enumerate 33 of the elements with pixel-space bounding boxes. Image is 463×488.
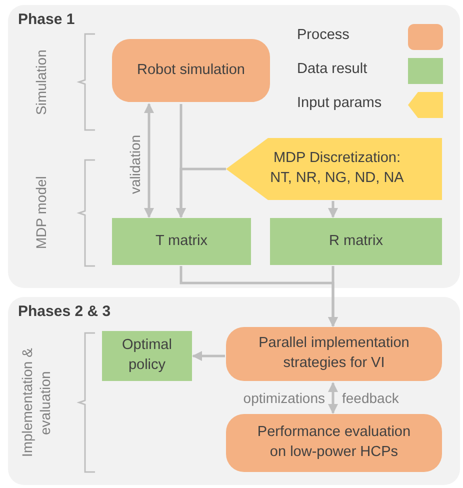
side-label: Simulation [32, 48, 50, 117]
arrow [328, 266, 338, 327]
node-text: Performance evaluation on low-power HCPs [256, 423, 412, 462]
phase-panel [8, 297, 460, 485]
data-box [112, 218, 251, 265]
annotation-label: optimizations [243, 390, 325, 406]
node-text: Robot simulation [137, 60, 245, 80]
node-text: T matrix [155, 232, 208, 251]
annotation-label: feedback [342, 390, 399, 406]
arrow [328, 382, 338, 414]
arrow [192, 351, 225, 361]
input-flag [226, 138, 442, 200]
node-text: R matrix [329, 232, 383, 251]
panel-title: Phase 1 [18, 11, 75, 28]
data-box [102, 331, 192, 381]
arrow [176, 168, 226, 218]
process-box [226, 327, 442, 381]
arrow [144, 103, 154, 218]
node-text: MDP Discretization: NT, NR, NG, ND, NA [269, 149, 405, 188]
process-box [112, 39, 270, 102]
edge-label: validation [126, 133, 144, 196]
panel-title: Phases 2 & 3 [18, 303, 111, 320]
arrow [328, 201, 338, 218]
side-label: MDP model [32, 176, 50, 252]
node-text: Parallel implementation strategies for VI [258, 334, 410, 373]
legend-label: Process [297, 27, 350, 43]
data-box [270, 218, 442, 265]
process-box [226, 414, 442, 472]
legend-label: Data result [297, 61, 368, 77]
side-label: Implementation & evaluation [18, 348, 54, 458]
legend-label: Input params [297, 95, 382, 111]
phase-panel [8, 5, 460, 288]
node-text: Optimal policy [121, 336, 173, 375]
